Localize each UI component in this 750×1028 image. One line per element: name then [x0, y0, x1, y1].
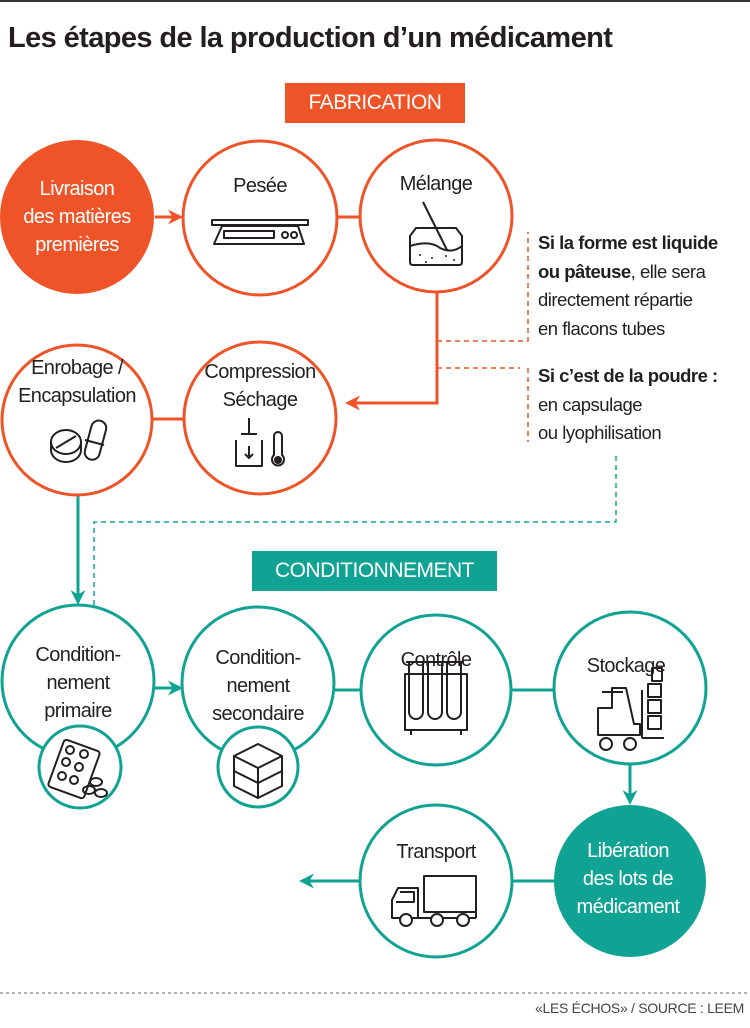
note-bold: ou pâteuse [538, 260, 631, 282]
note-text: , elle sera [630, 260, 706, 282]
note-text: en flacons tubes [538, 317, 665, 339]
step-livraison-circle [0, 140, 154, 294]
label-line: primaire [44, 700, 112, 722]
step-transport-circle [358, 803, 514, 959]
primaire-icon-circle [37, 724, 123, 810]
note-bold: Si la forme est liquide [538, 232, 718, 253]
label-line: secondaire [212, 703, 304, 725]
step-enrobage-circle [0, 343, 154, 497]
page-title: Les étapes de la production d’un médicam… [8, 22, 613, 54]
note-text: ou lyophilisation [538, 422, 662, 443]
blister-pack-icon [47, 738, 108, 800]
step-liberation-circle [554, 805, 706, 957]
section-fabrication: FABRICATION [285, 83, 465, 123]
source-credit: «LES ÉCHOS» / SOURCE : LEEM [535, 1000, 744, 1016]
step-enrobage-label: Enrobage / Encapsulation [18, 354, 136, 410]
press-thermometer-icon [235, 418, 285, 467]
scale-icon [211, 219, 309, 245]
dashed-liquide [437, 232, 529, 342]
section-conditionnement: CONDITIONNEMENT [252, 551, 497, 591]
step-compression-circle [182, 340, 338, 496]
step-transport-label: Transport [396, 841, 476, 863]
label-line: Libération [587, 840, 669, 862]
label-line: Compression [204, 361, 316, 383]
dashed-poudre-to-primaire [93, 456, 617, 606]
step-livraison-label: Livraison des matières premières [23, 175, 131, 259]
step-melange-label: Mélange [399, 173, 473, 195]
label-line: des lots de [582, 868, 674, 890]
test-tubes-icon [404, 661, 468, 735]
label-line: Livraison [39, 178, 115, 200]
step-cond-primaire-label: Condition-nement primaire [35, 641, 121, 725]
step-stockage-circle [552, 610, 708, 766]
boxes-icon [233, 743, 283, 799]
note-liquide: Si la forme est liquide ou pâteuse, elle… [538, 229, 718, 343]
note-text: en capsulage [538, 393, 643, 415]
label-line: médicament [576, 896, 681, 918]
label-line: Séchage [222, 389, 298, 411]
step-controle-circle [359, 613, 513, 767]
truck-icon [391, 875, 477, 927]
mixing-jar-icon [409, 201, 463, 266]
label-line: Encapsulation [18, 385, 136, 407]
step-cond-secondaire-label: Condition-nement secondaire [212, 644, 304, 728]
step-liberation-label: Libération des lots de médicament [576, 837, 681, 921]
note-text: directement répartie [538, 289, 693, 310]
step-melange-circle [358, 138, 514, 294]
label-line: Condition- [215, 647, 301, 669]
note-poudre: Si c’est de la poudre : en capsulage ou … [538, 362, 718, 448]
step-stockage-label: Stockage [586, 655, 666, 677]
label-line: Condition- [35, 644, 121, 666]
step-pesee-circle [181, 139, 339, 297]
arrow-melange-compression [345, 293, 439, 411]
pill-capsule-icon [50, 419, 108, 463]
step-controle-label: Contrôle [400, 649, 472, 671]
forklift-icon [597, 667, 664, 751]
label-line: Enrobage / [31, 357, 123, 379]
label-line: des matières [23, 206, 131, 228]
step-pesee-label: Pesée [233, 175, 287, 197]
label-line: nement [46, 672, 110, 694]
label-line: premières [35, 234, 119, 256]
label-line: nement [226, 675, 290, 697]
note-bold: Si c’est de la poudre : [538, 365, 718, 386]
